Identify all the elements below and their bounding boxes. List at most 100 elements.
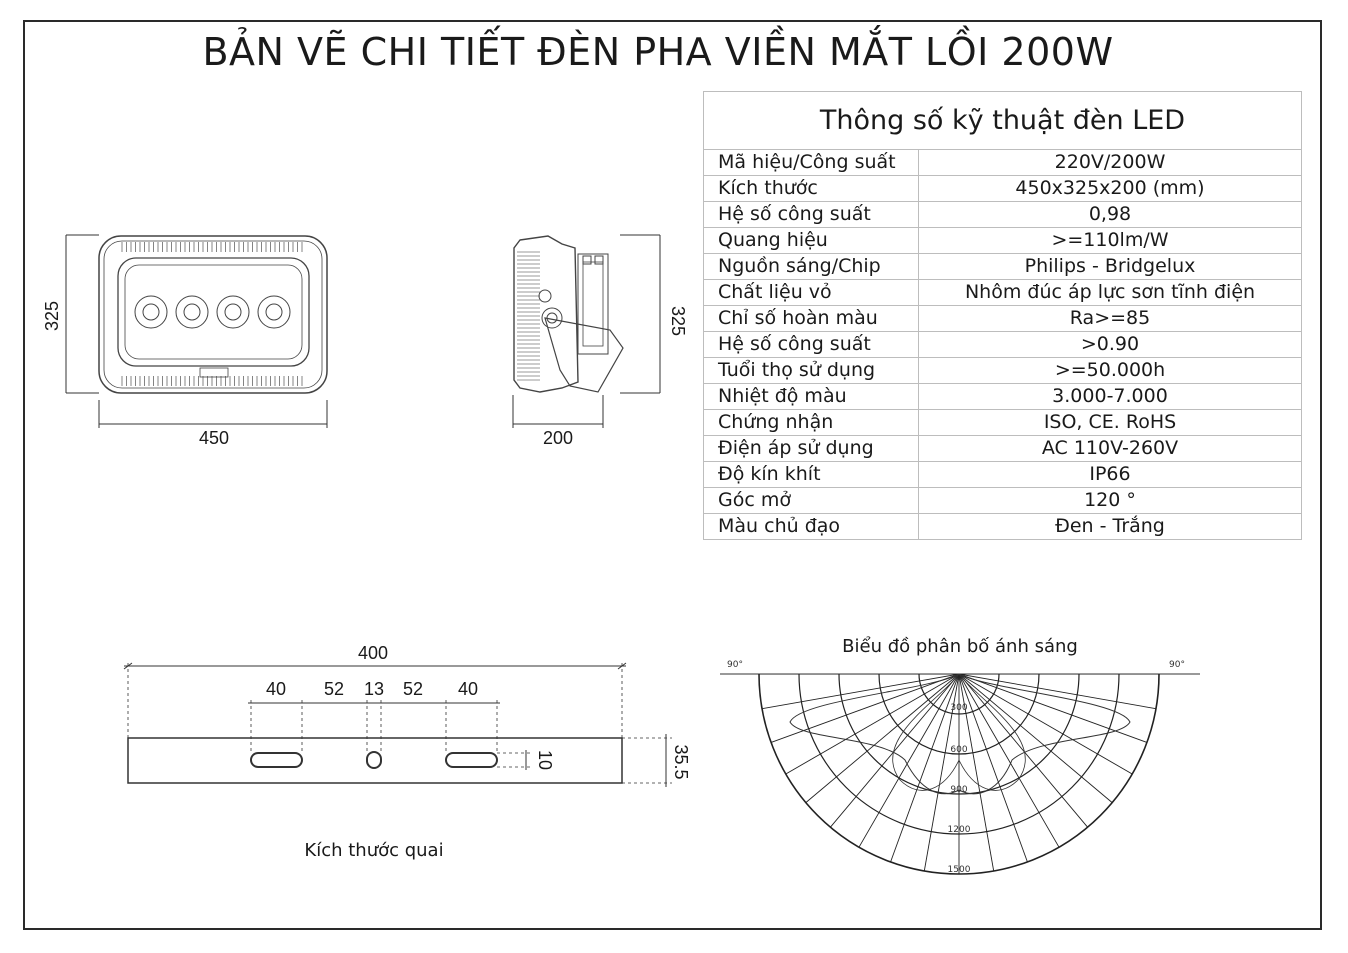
light-distribution-chart: 90° 90° 300 600 900 1200 1500: [720, 660, 1200, 875]
spec-label: Điện áp sử dụng: [703, 435, 919, 462]
front-view-lens-panel: [117, 257, 310, 367]
spec-table: Thông số kỹ thuật đèn LED Mã hiệu/Công s…: [703, 91, 1302, 540]
side-view-driver-inner: [582, 261, 604, 347]
polar-spoke: [958, 674, 1028, 863]
led-lens-core: [142, 303, 160, 321]
distribution-curve: [892, 674, 1026, 791]
side-view-connector: [594, 255, 604, 265]
polar-spoke: [805, 674, 960, 803]
bracket-segment-label: 40: [266, 679, 286, 699]
polar-spoke: [761, 674, 960, 710]
polar-spoke: [958, 674, 1133, 775]
bracket-slot-height-label: 10: [535, 750, 555, 770]
bracket-segment-label: 40: [458, 679, 478, 699]
led-lens-core: [183, 303, 201, 321]
front-height-label: 325: [42, 301, 62, 331]
bracket-height-label: 35.5: [671, 744, 691, 779]
spec-value: Đen - Trắng: [918, 513, 1302, 540]
side-height-label: 325: [668, 306, 688, 336]
led-lens: [134, 295, 168, 329]
light-chart-right-angle: 90°: [1169, 660, 1185, 670]
bracket-slot-left: [250, 752, 303, 768]
polar-spoke: [923, 674, 960, 872]
led-lens: [216, 295, 250, 329]
led-lens-core: [224, 303, 242, 321]
side-view-dimensions: [512, 234, 661, 428]
side-view-bracket: [544, 317, 624, 393]
distribution-curve: [789, 674, 1131, 795]
polar-spoke: [958, 674, 1088, 828]
spec-value: >0.90: [918, 331, 1302, 358]
side-view-connector: [582, 255, 592, 265]
spec-label: Chỉ số hoàn màu: [703, 305, 919, 332]
side-view: [513, 235, 624, 393]
spec-label: Quang hiệu: [703, 227, 919, 254]
led-lens: [257, 295, 291, 329]
led-lens: [175, 295, 209, 329]
page-title: BẢN VẼ CHI TIẾT ĐÈN PHA VIỀN MẮT LỒI 200…: [202, 30, 1114, 74]
bracket-slot-right: [445, 752, 498, 768]
spec-label: Màu chủ đạo: [703, 513, 919, 540]
bracket-drawing: [123, 662, 672, 787]
spec-label: Độ kín khít: [703, 461, 919, 488]
polar-spoke: [858, 674, 960, 848]
spec-label: Hệ số công suất: [703, 331, 919, 358]
polar-spoke: [890, 674, 960, 863]
spec-row: Quang hiệu>=110lm/W: [703, 227, 1302, 254]
polar-spoke: [770, 674, 960, 743]
front-view-lenses: [134, 295, 291, 329]
dim-tick: [617, 662, 627, 670]
side-view-housing: [513, 235, 579, 393]
light-chart-ring-label: 600: [950, 745, 967, 755]
front-view-lens-panel-inner: [124, 264, 303, 360]
light-chart-ring-label: 1200: [948, 825, 971, 835]
light-chart-ring-label: 1500: [948, 865, 971, 875]
side-view-pivot-inner: [546, 312, 558, 324]
bracket-segment-label: 13: [364, 679, 384, 699]
spec-value: 120 °: [918, 487, 1302, 514]
front-view-fins-bottom: [121, 376, 303, 386]
spec-value: Philips - Bridgelux: [918, 253, 1302, 280]
spec-label: Hệ số công suất: [703, 201, 919, 228]
spec-row: Tuổi thọ sử dụng>=50.000h: [703, 357, 1302, 384]
spec-value: 220V/200W: [918, 149, 1302, 176]
side-view-screw: [538, 289, 552, 303]
front-view-dimensions: [65, 234, 328, 428]
light-chart-ring-label: 300: [950, 703, 967, 713]
bracket-hole-center: [366, 751, 382, 769]
bracket-plate: [127, 737, 623, 784]
side-view-pivot: [541, 307, 563, 329]
front-view-fins-top: [121, 242, 303, 252]
side-view-driver: [577, 253, 609, 355]
spec-value: >=110lm/W: [918, 227, 1302, 254]
bracket-segment-label: 52: [403, 679, 423, 699]
polar-spoke: [958, 674, 1113, 803]
side-width-label: 200: [543, 428, 573, 448]
led-lens-core: [265, 303, 283, 321]
bracket-total-label: 400: [358, 643, 388, 663]
light-chart-ring-label: 900: [950, 785, 967, 795]
light-chart-left-angle: 90°: [727, 660, 743, 670]
front-width-label: 450: [199, 428, 229, 448]
spec-value: Nhôm đúc áp lực sơn tĩnh điện: [918, 279, 1302, 306]
spec-row: Hệ số công suất>0.90: [703, 331, 1302, 358]
spec-value: >=50.000h: [918, 357, 1302, 384]
spec-value: 0,98: [918, 201, 1302, 228]
polar-spoke: [958, 674, 1060, 848]
polar-spoke: [958, 674, 995, 872]
polar-spoke: [958, 674, 1157, 710]
front-view-body: [98, 235, 328, 394]
front-view-body-inner: [103, 240, 323, 389]
spec-value: AC 110V-260V: [918, 435, 1302, 462]
nameplate: [199, 367, 229, 378]
bracket-segment-label: 52: [324, 679, 344, 699]
